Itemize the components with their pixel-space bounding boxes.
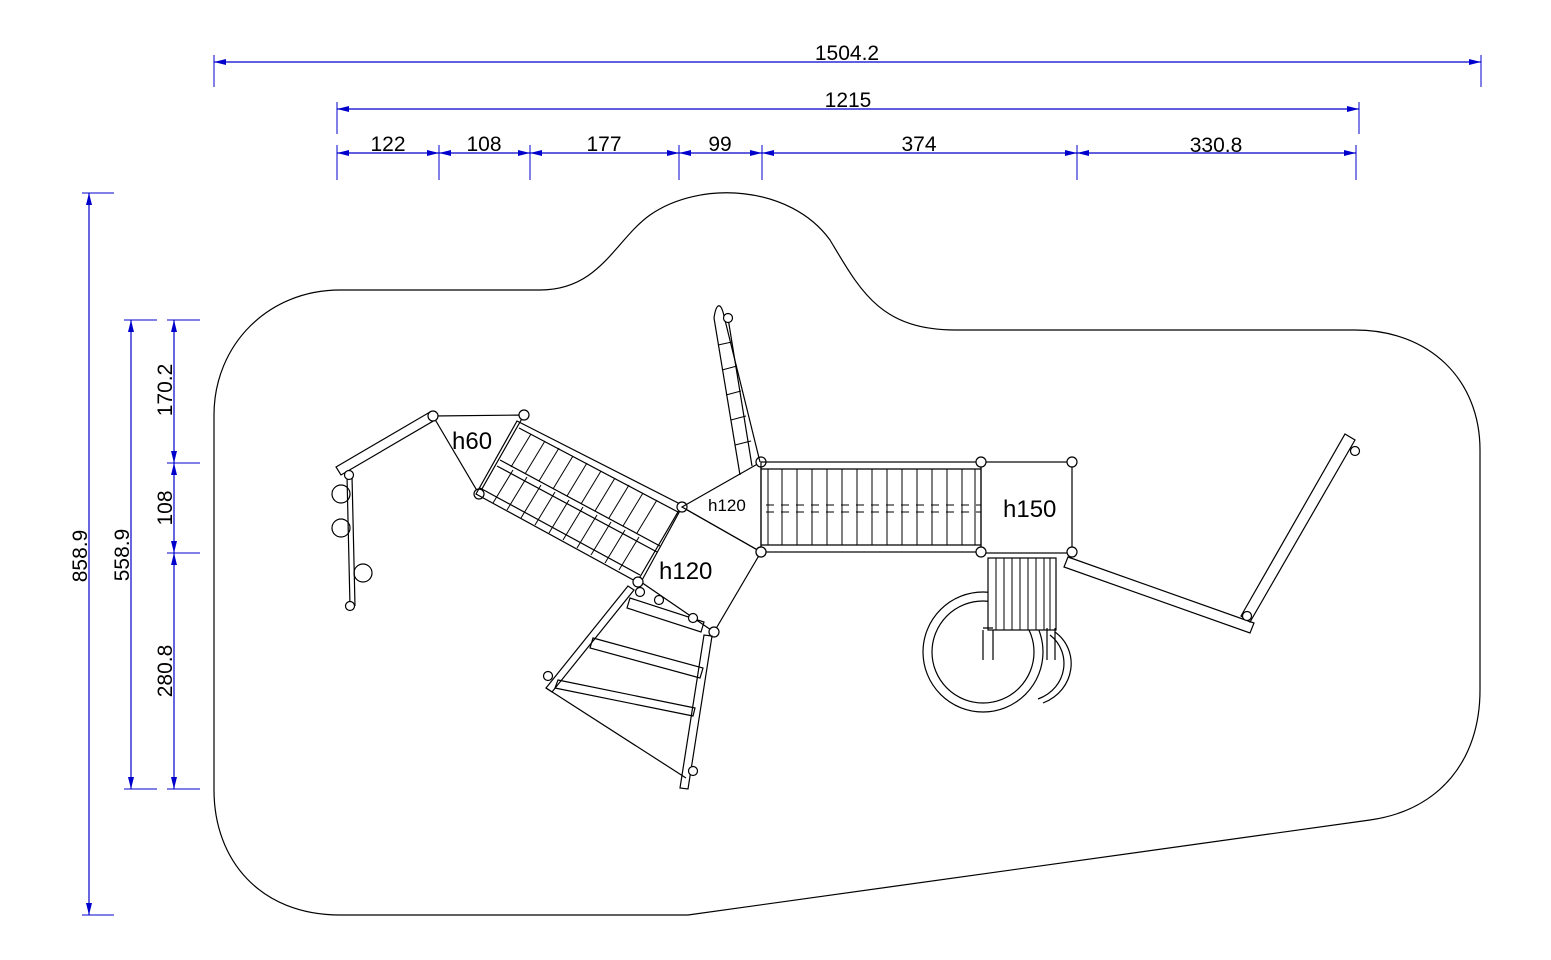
dim-equipment-height: 558.9 [111,529,134,582]
ladder-bridge [475,420,683,583]
dim-segment-5: 374 [901,133,936,156]
dim-segment-1: 122 [370,133,405,156]
dim-overall-height: 858.9 [69,530,92,583]
platform-h60: h60 [427,409,530,500]
dim-height-segment-1: 170.2 [154,364,177,417]
dim-segment-4: 99 [708,133,731,156]
inclined-beam-right [1063,433,1361,634]
balance-beam-left [331,411,436,612]
platform-label-h120-upper: h120 [708,496,746,515]
dim-segment-2: 108 [466,133,501,156]
dim-height-segment-2: 108 [154,490,177,525]
spiral-slide [922,557,1072,713]
dim-segment-3: 177 [586,133,621,156]
dim-equipment-width: 1215 [825,89,872,112]
play-equipment: h60 [331,305,1361,790]
dim-segment-6: 330.8 [1190,134,1243,157]
dim-height-segment-3: 280.8 [154,645,177,698]
site-boundary [213,192,1481,916]
stepping-post-2 [331,518,351,538]
stepping-post-3 [353,563,373,583]
rope-bridge [760,461,982,553]
stairway [542,585,713,790]
stepping-post-1 [331,484,351,504]
platform-label-h150: h150 [1003,496,1056,523]
dim-overall-width: 1504.2 [815,42,879,65]
vertical-dimensions: 858.9 558.9 170.2 108 280.8 [69,192,200,916]
platform-label-h60: h60 [452,428,492,455]
platform-label-h120-lower: h120 [659,558,712,585]
horizontal-dimensions: 1504.2 1215 122 108 177 99 374 33 [213,42,1482,180]
climbing-ladder [713,305,761,476]
platform-h150: h150 [755,456,1078,558]
platform-h120-upper: h120 [680,456,767,554]
